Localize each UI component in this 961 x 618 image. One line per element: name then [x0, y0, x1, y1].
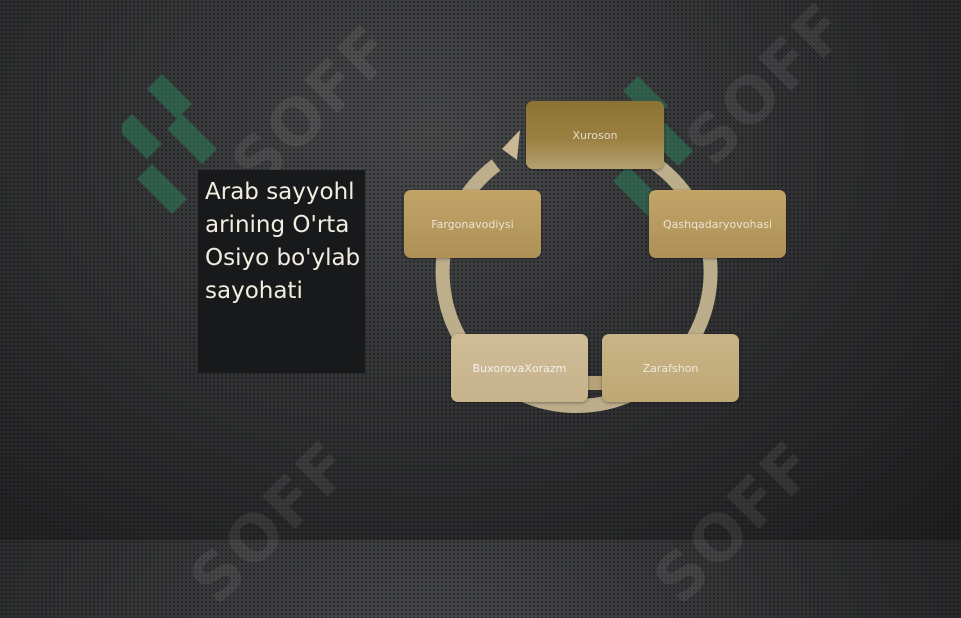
cycle-arrow-icon — [502, 130, 520, 160]
cycle-connector — [584, 376, 606, 390]
slide: SOFF SOFF SOFF SOFF Arab sayyohlarining … — [122, 0, 863, 618]
soff-logo-icon — [122, 74, 217, 214]
cycle-node-buxorovaxorazm: BuxorovaXorazm — [451, 334, 588, 402]
cycle-node-xuroson: Xuroson — [526, 101, 664, 169]
cycle-node-fargonavodiysi: Fargonavodiysi — [404, 190, 541, 258]
cycle-ring — [435, 130, 718, 414]
cycle-node-qashqadaryovohasi: Qashqadaryovohasi — [649, 190, 786, 258]
slide-title: Arab sayyohlarining O'rta Osiyo bo'ylab … — [198, 170, 365, 373]
cycle-node-zarafshon: Zarafshon — [602, 334, 739, 402]
